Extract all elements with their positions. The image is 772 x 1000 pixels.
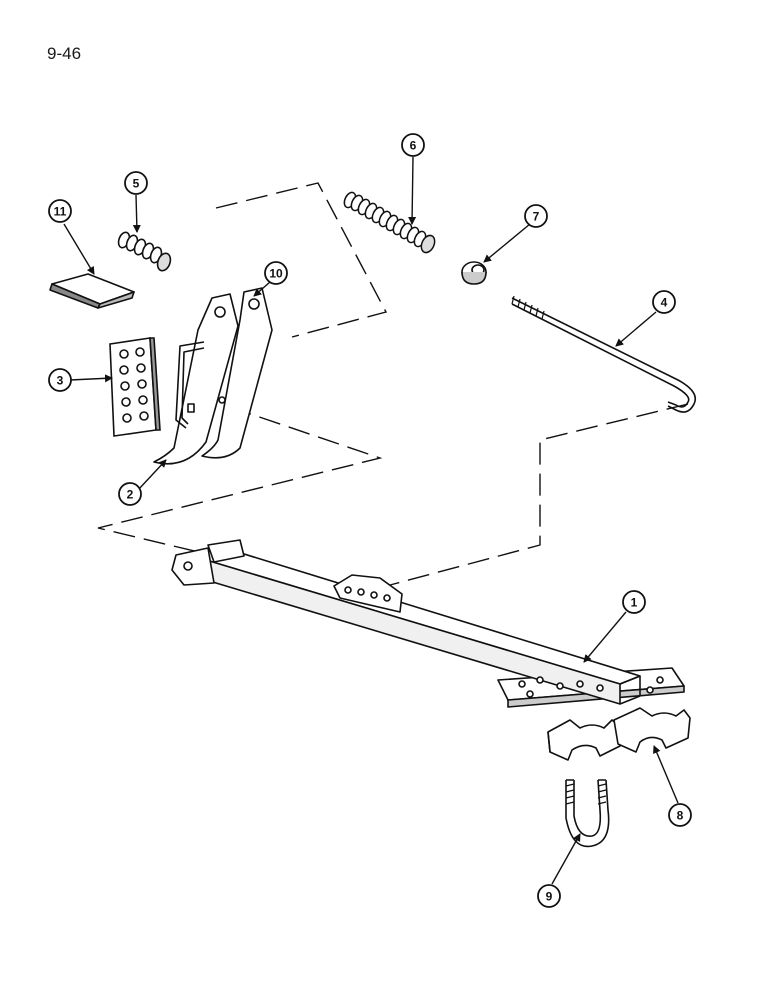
callout-10-label: 10 xyxy=(269,267,283,281)
leader-11 xyxy=(63,223,95,275)
callout-6-label: 6 xyxy=(410,139,417,153)
callout-6: 6 xyxy=(401,133,425,157)
callout-4-label: 4 xyxy=(661,296,668,310)
leader-9 xyxy=(551,833,581,885)
callout-8: 8 xyxy=(668,803,692,827)
nut-part xyxy=(461,261,487,285)
dashed-line-hook-to-bar xyxy=(97,406,383,561)
callout-10: 10 xyxy=(264,261,288,285)
callout-8-label: 8 xyxy=(677,809,684,823)
clamp-block-left xyxy=(547,719,623,761)
dashed-line-rod-to-bar xyxy=(389,403,689,586)
leader-10 xyxy=(253,281,271,297)
clamp-blocks-part xyxy=(547,707,691,761)
callout-1: 1 xyxy=(622,590,646,614)
pivot-hook-bracket-part xyxy=(153,287,273,465)
callouts: 1 2 3 4 5 6 7 8 xyxy=(48,133,692,908)
callout-7: 7 xyxy=(524,204,548,228)
leader-5 xyxy=(132,194,141,233)
bar-center-bracket xyxy=(333,574,403,613)
callout-5: 5 xyxy=(124,171,148,195)
bar-top-face xyxy=(195,545,641,685)
wedge-part xyxy=(49,273,135,309)
callout-2-label: 2 xyxy=(127,488,134,502)
perforated-plate-part xyxy=(109,337,161,437)
bar-end-lug xyxy=(171,547,215,586)
callout-9: 9 xyxy=(537,884,561,908)
callout-4: 4 xyxy=(652,290,676,314)
callout-1-label: 1 xyxy=(631,596,638,610)
main-bar-part xyxy=(171,539,685,708)
callout-9-label: 9 xyxy=(546,890,553,904)
callout-5-label: 5 xyxy=(133,177,140,191)
callout-11: 11 xyxy=(48,199,72,223)
long-spring-part xyxy=(343,191,436,254)
callout-2: 2 xyxy=(118,482,142,506)
u-bolt-part xyxy=(565,779,610,848)
callout-7-label: 7 xyxy=(533,210,540,224)
callout-11-label: 11 xyxy=(54,205,67,219)
page-number: 9-46 xyxy=(47,44,82,63)
leader-lines xyxy=(63,156,679,885)
callout-3: 3 xyxy=(48,368,72,392)
leader-7 xyxy=(483,223,531,263)
leader-3 xyxy=(69,374,113,383)
hook-bracket-rear-arm xyxy=(201,287,273,459)
hooked-rod-part xyxy=(511,295,697,413)
leader-8 xyxy=(653,745,679,804)
hook-bracket-rod xyxy=(175,341,205,429)
clamp-block-right xyxy=(613,707,691,753)
bar-side-face xyxy=(195,556,621,705)
leader-1 xyxy=(583,611,627,663)
hook-bracket-front-arm xyxy=(153,293,239,465)
dashed-line-spring-to-bracket xyxy=(215,182,388,338)
leader-6 xyxy=(408,156,417,225)
leader-2 xyxy=(137,459,167,491)
callout-3-label: 3 xyxy=(57,374,64,388)
bar-end-lug-rear xyxy=(207,539,245,563)
leader-4 xyxy=(615,311,657,347)
small-spring-part xyxy=(117,231,172,272)
assembly-lines xyxy=(97,182,689,586)
